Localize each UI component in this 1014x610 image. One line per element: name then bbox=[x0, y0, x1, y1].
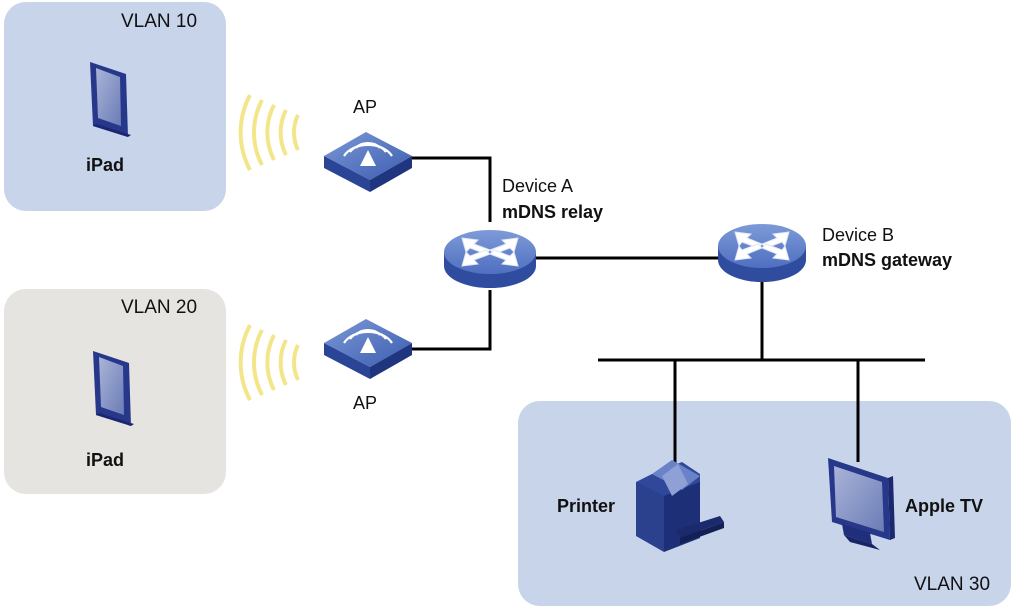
switch-icon bbox=[444, 230, 536, 288]
ipad-icon bbox=[90, 62, 131, 137]
ipad-icon bbox=[93, 351, 134, 426]
vlan20-label: VLAN 20 bbox=[121, 297, 198, 318]
link-ap2-device-a bbox=[412, 290, 492, 351]
switch-icon bbox=[718, 224, 806, 282]
ipad-2-label: iPad bbox=[86, 450, 125, 470]
device-b-role: mDNS gateway bbox=[822, 250, 953, 270]
vlan30-zone bbox=[518, 401, 1011, 606]
device-a-role: mDNS relay bbox=[502, 202, 604, 222]
links bbox=[412, 156, 925, 466]
link-ap1-device-a bbox=[412, 156, 492, 222]
monitor-icon bbox=[828, 458, 895, 550]
apple-tv-label: Apple TV bbox=[905, 496, 984, 516]
printer-label: Printer bbox=[557, 496, 616, 516]
access-point-icon bbox=[324, 319, 412, 379]
access-point-icon bbox=[324, 132, 412, 192]
printer-icon bbox=[636, 460, 724, 552]
device-b-name: Device B bbox=[822, 225, 895, 245]
ap-2-label: AP bbox=[353, 393, 378, 413]
wireless-waves-icon bbox=[238, 324, 300, 401]
ipad-1-label: iPad bbox=[86, 155, 125, 175]
vlan30-label: VLAN 30 bbox=[914, 574, 991, 595]
vlan10-label: VLAN 10 bbox=[121, 11, 198, 32]
wireless-waves-icon bbox=[238, 94, 300, 171]
ap-1-label: AP bbox=[353, 97, 378, 117]
device-a-name: Device A bbox=[502, 176, 574, 196]
